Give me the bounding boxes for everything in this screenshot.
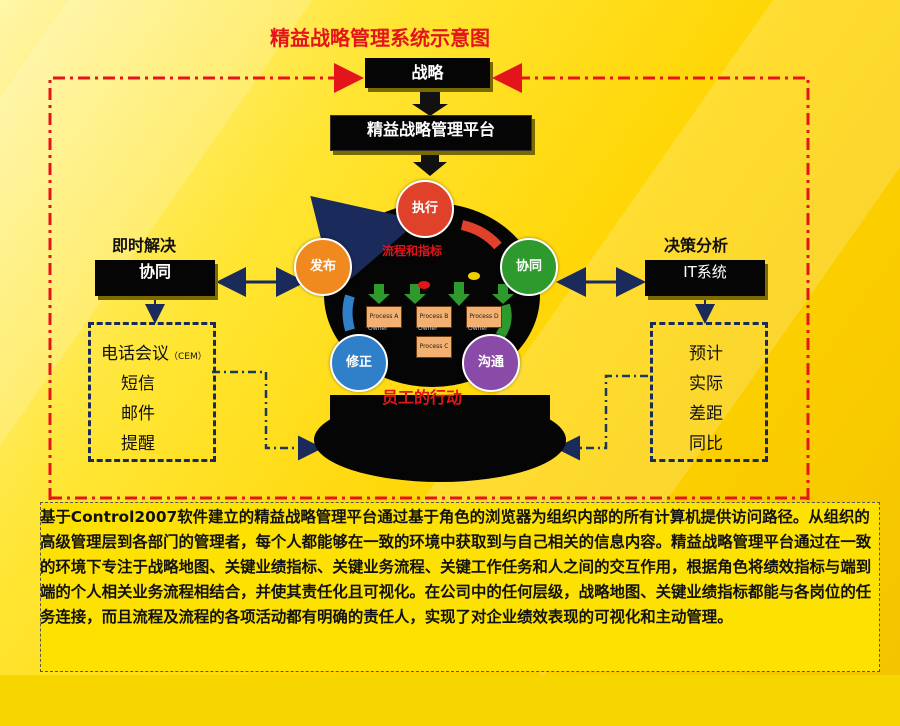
process-box-c: Process C xyxy=(416,336,452,358)
status-dot-red xyxy=(418,281,430,289)
cycle-arrow-fix-publish xyxy=(342,294,355,332)
node-communicate: 沟通 xyxy=(462,334,520,392)
cycle-arrow-publish-exec xyxy=(310,195,420,293)
list-item: 提醒 xyxy=(121,434,155,454)
list-item: 差距 xyxy=(689,404,723,424)
status-dot-yellow xyxy=(468,272,480,280)
caption-text: 基于Control2007软件建立的精益战略管理平台通过基于角色的浏览器为组织内… xyxy=(40,508,872,626)
employee-actions-label: 员工的行动 xyxy=(382,388,463,407)
node-collaborate: 协同 xyxy=(500,238,558,296)
right-header: 决策分析 xyxy=(664,236,729,255)
cycle-center-label: 流程和指标 xyxy=(382,244,443,258)
cycle-arrow-collab-comm xyxy=(495,303,512,339)
arrow-left-to-actions xyxy=(212,370,323,461)
cycle-arrow-exec-collab xyxy=(460,220,502,250)
node-execute: 执行 xyxy=(396,180,454,238)
list-item: 邮件 xyxy=(121,404,155,424)
process-box-a: Process A xyxy=(366,306,402,328)
list-item: 短信 xyxy=(121,374,155,394)
list-item-note: （CEM） xyxy=(169,352,207,362)
arrow-right-to-actions xyxy=(555,374,648,461)
platform-box: 精益战略管理平台 xyxy=(330,115,532,151)
node-publish: 发布 xyxy=(294,238,352,296)
left-tools-list: 电话会议（CEM） 短信 邮件 提醒 xyxy=(88,322,216,462)
caption-box xyxy=(40,502,880,672)
left-header: 即时解决 xyxy=(112,236,177,255)
feedback-loop-right xyxy=(492,63,810,500)
owner-label: Owner xyxy=(418,325,438,332)
list-item: 预计 xyxy=(689,344,723,364)
arrow-strategy-to-platform xyxy=(412,90,448,116)
strategy-box: 战略 xyxy=(365,58,490,88)
feedback-loop-left xyxy=(48,63,364,500)
node-correct: 修正 xyxy=(330,334,388,392)
collaboration-box: 协同 xyxy=(95,260,215,296)
arrow-platform-to-cycle xyxy=(413,152,447,176)
list-item: 实际 xyxy=(689,374,723,394)
list-item: 同比 xyxy=(689,434,723,454)
process-box-d: Process D xyxy=(466,306,502,328)
process-box-b: Process B xyxy=(416,306,452,328)
owner-label: Owner xyxy=(368,325,388,332)
owner-label: Owner xyxy=(468,325,488,332)
list-item: 电话会议（CEM） xyxy=(101,344,207,364)
diagram-title: 精益战略管理系统示意图 xyxy=(270,26,490,50)
it-system-box: IT系统 xyxy=(645,260,765,296)
right-metrics-list: 预计 实际 差距 同比 xyxy=(650,322,768,462)
